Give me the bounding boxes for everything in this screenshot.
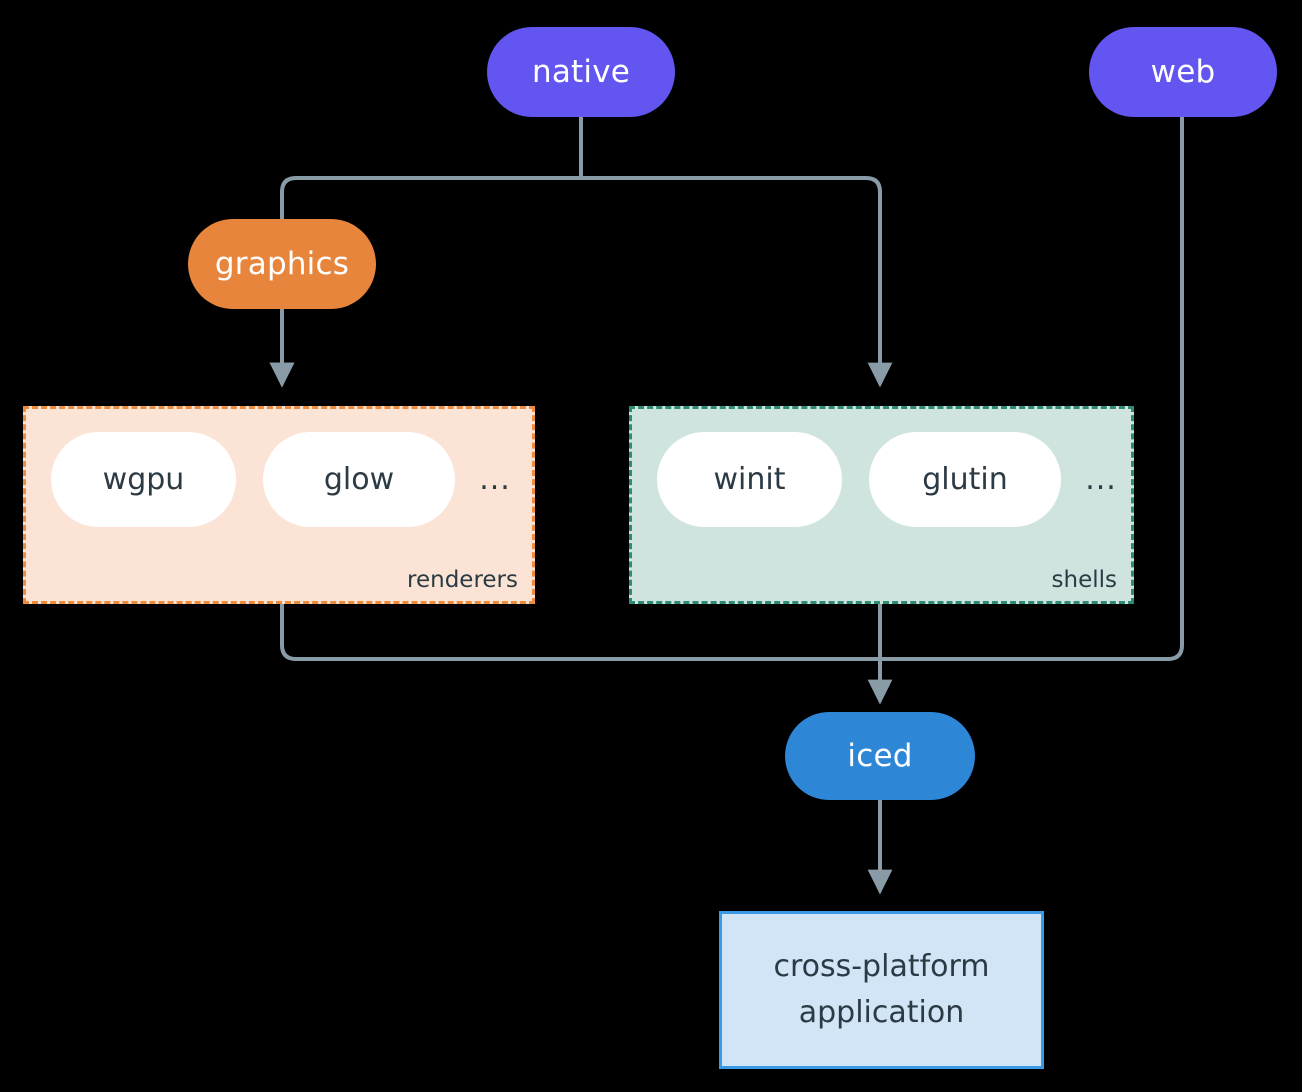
leaf-wgpu-label: wgpu xyxy=(102,462,185,497)
node-cross-platform-application[interactable]: cross-platform application xyxy=(719,911,1044,1069)
group-renderers-label: renderers xyxy=(407,567,518,593)
leaf-glow-label: glow xyxy=(323,462,395,497)
leaf-glow[interactable]: glow xyxy=(263,432,455,527)
group-shells-label: shells xyxy=(1051,567,1117,593)
application-label-line1: cross-platform xyxy=(773,948,990,984)
shells-ellipsis: ... xyxy=(1085,462,1117,497)
edge-web-to-iced xyxy=(878,113,1184,661)
node-web[interactable]: web xyxy=(1089,27,1277,117)
leaf-glutin[interactable]: glutin xyxy=(869,432,1061,527)
node-web-label: web xyxy=(1150,54,1216,90)
node-native[interactable]: native xyxy=(487,27,675,117)
leaf-glutin-label: glutin xyxy=(922,462,1008,497)
leaf-winit-label: winit xyxy=(713,462,786,497)
edge-native-to-shells xyxy=(579,176,893,388)
edge-native-to-graphics xyxy=(269,176,583,388)
renderers-ellipsis: ... xyxy=(479,462,511,497)
node-native-label: native xyxy=(531,54,631,90)
leaf-winit[interactable]: winit xyxy=(657,432,842,527)
application-label-line2: application xyxy=(798,995,965,1030)
node-graphics[interactable]: graphics xyxy=(188,219,376,309)
leaf-wgpu[interactable]: wgpu xyxy=(51,432,236,527)
node-graphics-label: graphics xyxy=(214,246,350,282)
node-iced[interactable]: iced xyxy=(785,712,975,800)
edge-renderers-to-iced xyxy=(280,602,882,661)
node-iced-label: iced xyxy=(847,738,913,774)
